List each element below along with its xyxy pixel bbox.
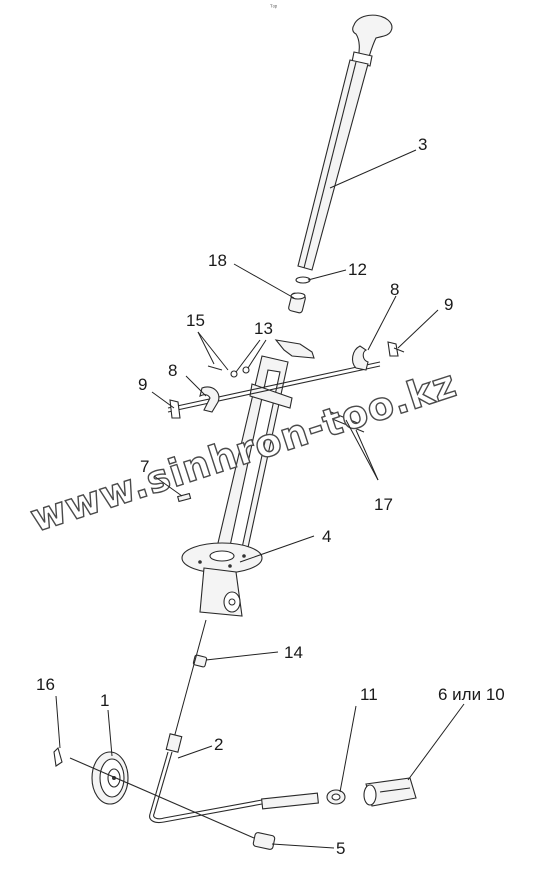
callout-18: 18 [208, 251, 227, 270]
callout-14: 14 [284, 643, 303, 662]
part-1-wheel [91, 751, 129, 805]
callout-8-right: 8 [390, 280, 399, 299]
callout-3: 3 [418, 135, 427, 154]
callout-9-right: 9 [444, 295, 453, 314]
callout-11: 11 [360, 685, 378, 704]
part-11-nut [326, 789, 346, 805]
callout-2: 2 [214, 735, 223, 754]
part-8-right-bracket [351, 345, 369, 371]
callout-1: 1 [100, 691, 109, 710]
part-8-left-bracket [199, 386, 220, 413]
part-13-pins [230, 366, 250, 378]
part-5-end-tip [69, 757, 276, 850]
part-15-cotter [207, 365, 223, 371]
part-7-pin [177, 492, 192, 503]
part-18-bushing [288, 292, 306, 314]
callout-16: 16 [36, 675, 55, 694]
callout-8-left: 8 [168, 361, 177, 380]
part-16-split-pin [53, 746, 63, 767]
part-4-column [181, 339, 315, 617]
callout-labels: 3 18 12 8 9 15 13 8 9 7 17 4 14 16 1 11 … [36, 135, 505, 858]
part-9-left-clip [169, 399, 181, 419]
part-17-pins [325, 409, 365, 433]
callout-15: 15 [186, 311, 205, 330]
callout-9-left: 9 [138, 375, 147, 394]
callout-5: 5 [336, 839, 345, 858]
callout-4: 4 [322, 527, 331, 546]
callout-13: 13 [254, 319, 273, 338]
part-9-right-clip [387, 341, 405, 357]
part-12-washer [295, 276, 311, 284]
callout-7: 7 [140, 457, 149, 476]
part-14-collar [192, 654, 208, 668]
callout-6-or-10: 6 или 10 [438, 685, 505, 704]
part-6-fork [363, 777, 417, 807]
leader-lines [55, 149, 465, 849]
callout-12: 12 [348, 260, 367, 279]
top-mark: ᵀᵒᵖ [270, 4, 278, 11]
part-3-gear-lever [297, 14, 393, 271]
callout-17: 17 [374, 495, 393, 514]
cross-rod [167, 361, 381, 413]
